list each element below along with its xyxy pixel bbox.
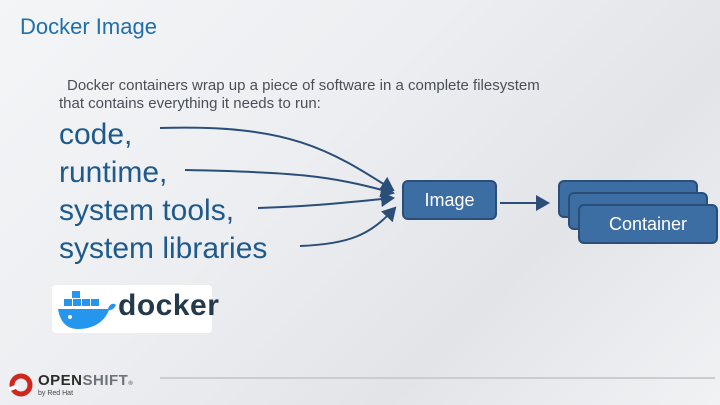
image-box: Image <box>402 180 497 220</box>
intro-text: Docker containers wrap up a piece of sof… <box>59 77 619 113</box>
openshift-logo: OPENSHIFT® by Red Hat <box>8 370 158 404</box>
item-system-tools: system tools, <box>59 194 235 227</box>
footer-divider <box>160 377 715 379</box>
intro-line-1: Docker containers wrap up a piece of sof… <box>67 77 540 94</box>
openshift-byline: by Red Hat <box>38 390 74 397</box>
container-box-front: Container <box>578 204 718 244</box>
item-system-libraries: system libraries <box>59 232 268 265</box>
slide-title: Docker Image <box>20 14 157 39</box>
docker-logo: docker <box>52 285 219 333</box>
docker-wordmark: docker <box>118 289 220 322</box>
openshift-wordmark: OPENSHIFT® <box>38 372 134 389</box>
arrow-system-libraries <box>299 206 397 247</box>
docker-whale-icon <box>58 291 116 329</box>
arrow-runtime <box>184 169 395 198</box>
arrow-system-tools <box>257 191 395 209</box>
item-runtime: runtime, <box>59 156 168 189</box>
item-code: code, <box>59 118 133 151</box>
intro-line-2: that contains everything it needs to run… <box>59 95 321 112</box>
component-list: code, runtime, system tools, system libr… <box>59 116 267 268</box>
openshift-ring-icon <box>8 373 33 397</box>
arrow-code <box>159 126 395 192</box>
